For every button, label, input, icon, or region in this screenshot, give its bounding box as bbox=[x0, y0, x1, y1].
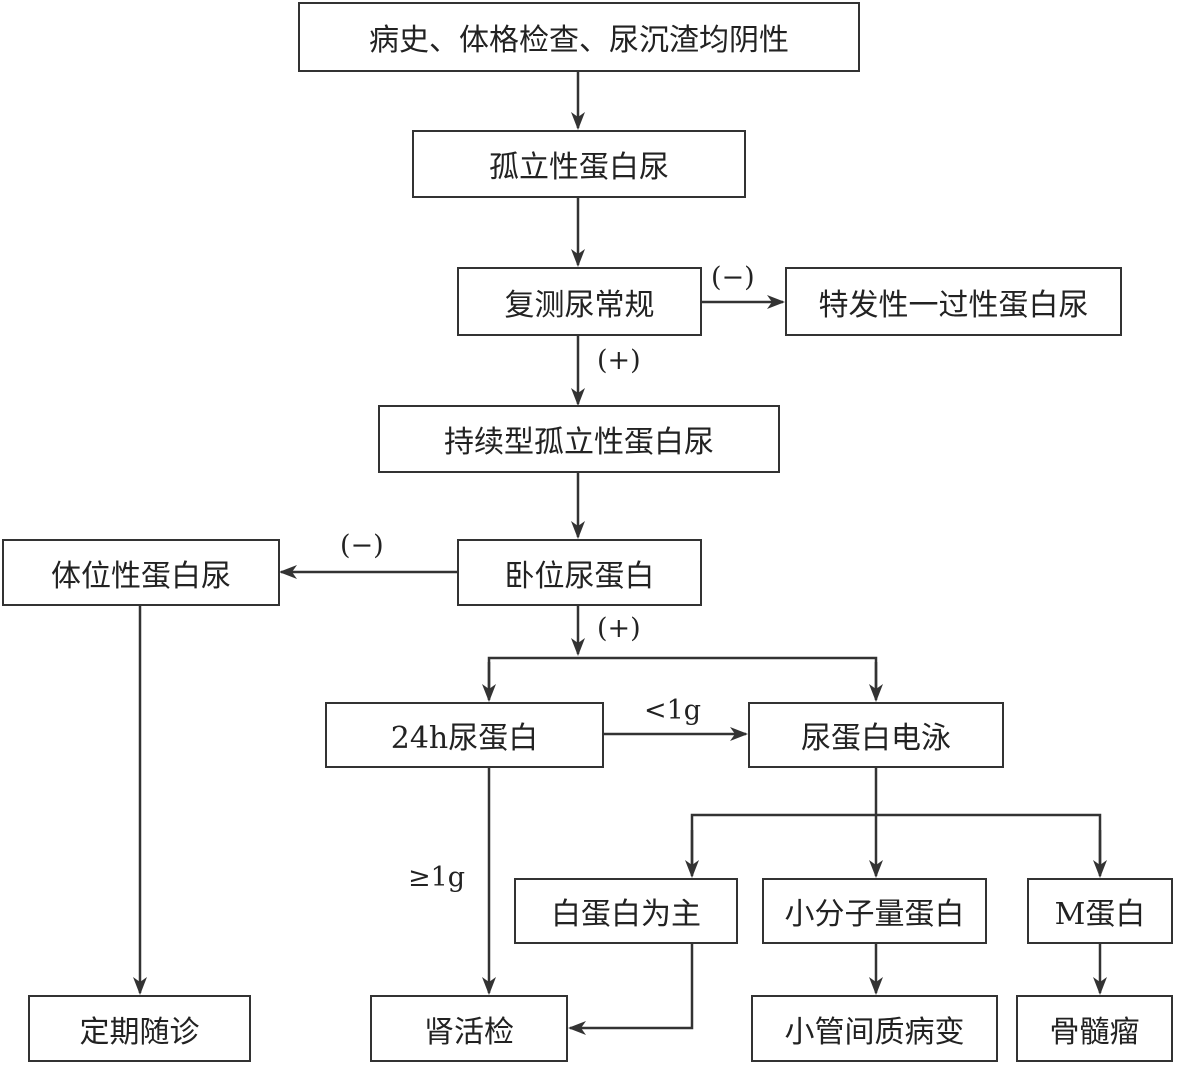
label-at-least-1g: ≥1g bbox=[408, 862, 466, 893]
label-repeat-positive: (+) bbox=[597, 345, 641, 376]
node-24h-urine-protein: 24h尿蛋白 bbox=[325, 702, 604, 768]
label-recumbent-positive: (+) bbox=[597, 613, 641, 644]
node-isolated-proteinuria: 孤立性蛋白尿 bbox=[412, 130, 746, 198]
node-recumbent-protein: 卧位尿蛋白 bbox=[457, 539, 702, 606]
node-m-protein: M蛋白 bbox=[1027, 878, 1173, 944]
node-regular-followup: 定期随诊 bbox=[28, 995, 251, 1062]
node-idiopathic-transient: 特发性一过性蛋白尿 bbox=[785, 267, 1122, 336]
node-renal-biopsy: 肾活检 bbox=[370, 995, 568, 1062]
label-less-than-1g: <1g bbox=[644, 695, 702, 726]
label-repeat-negative: (−) bbox=[711, 262, 755, 293]
node-persistent-isolated: 持续型孤立性蛋白尿 bbox=[378, 405, 780, 473]
branch-bar-electrophoresis bbox=[690, 813, 1102, 873]
node-tubulointerstitial: 小管间质病变 bbox=[751, 995, 998, 1062]
arrow-albumin-to-biopsy bbox=[568, 944, 694, 1035]
node-electrophoresis: 尿蛋白电泳 bbox=[748, 702, 1004, 768]
node-albumin-dominant: 白蛋白为主 bbox=[514, 878, 738, 944]
label-recumbent-negative: (−) bbox=[340, 530, 384, 561]
node-orthostatic: 体位性蛋白尿 bbox=[2, 539, 280, 606]
node-history-negative: 病史、体格检查、尿沉渣均阴性 bbox=[298, 2, 860, 72]
node-repeat-urinalysis: 复测尿常规 bbox=[457, 267, 702, 336]
branch-bar-recumbent bbox=[487, 656, 878, 698]
node-low-mw-protein: 小分子量蛋白 bbox=[762, 878, 987, 944]
node-myeloma: 骨髓瘤 bbox=[1016, 995, 1173, 1062]
